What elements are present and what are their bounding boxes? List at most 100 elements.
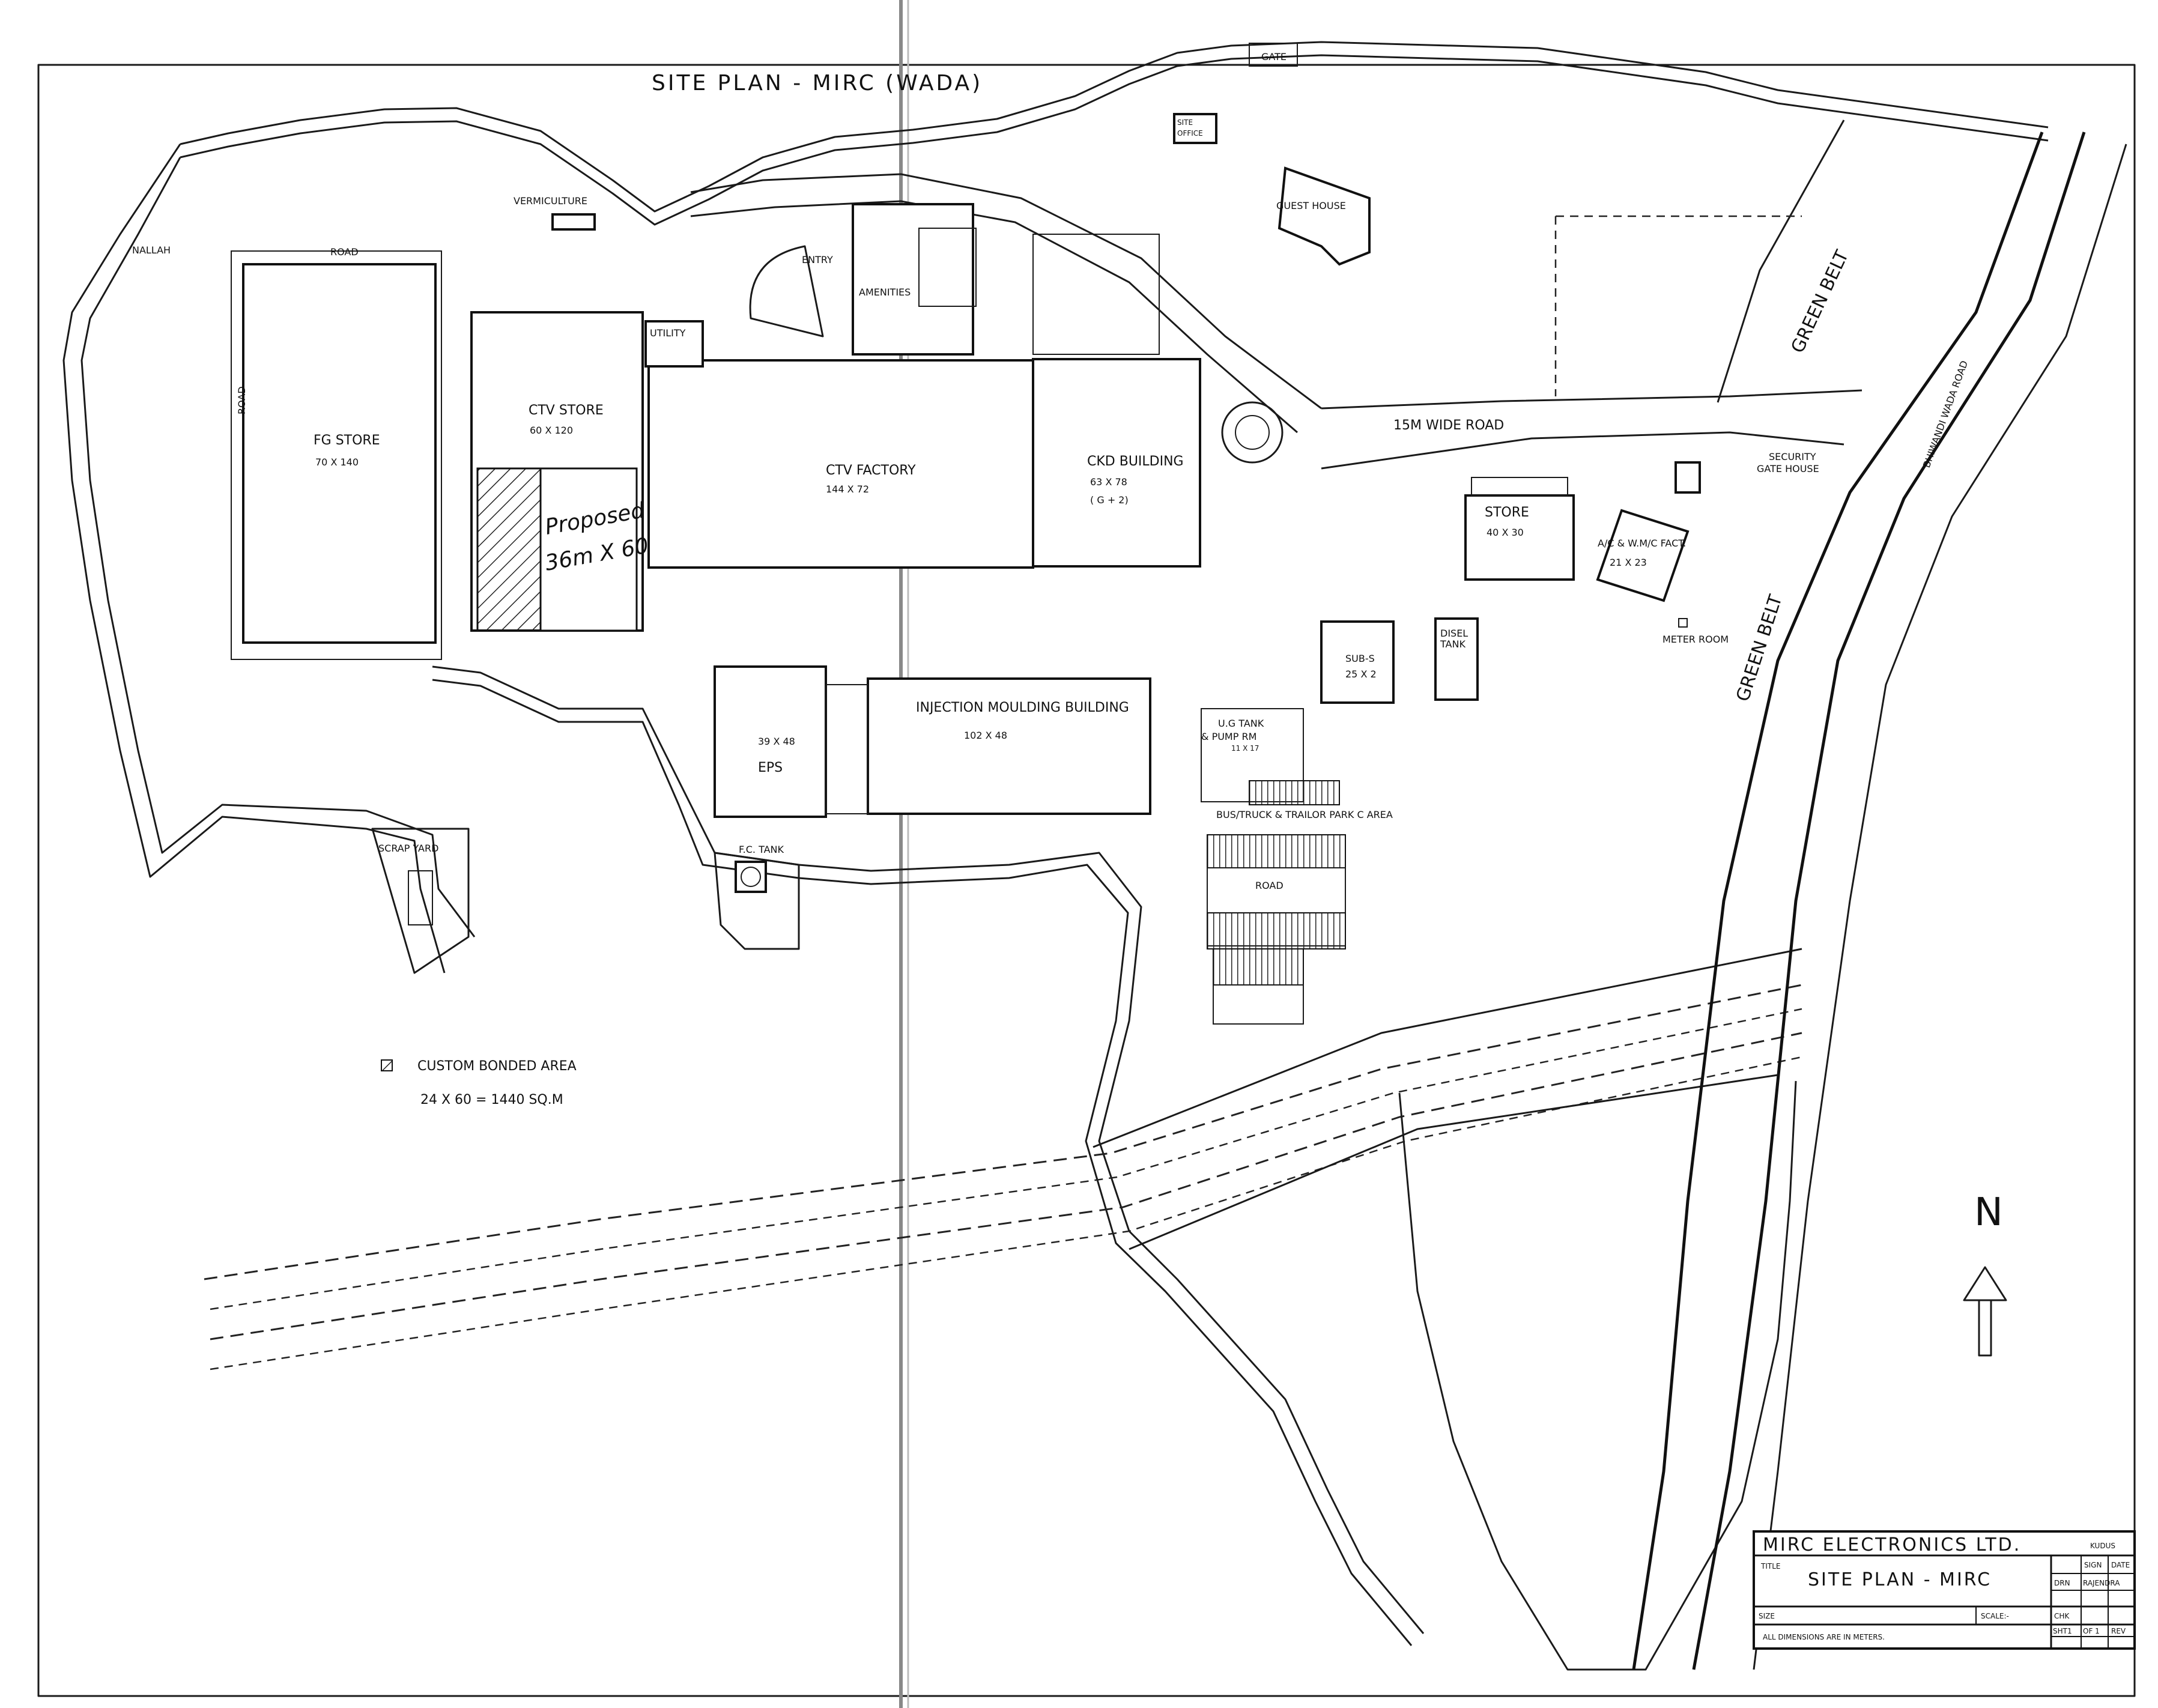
store-size: 40 X 30 (1487, 527, 1524, 538)
proposed-extension (539, 467, 638, 632)
eps-name: EPS (758, 760, 783, 775)
ckd-building-note: ( G + 2) (1090, 494, 1129, 506)
scrap-yard (371, 828, 470, 974)
main-gate (1249, 43, 1298, 67)
store-building (1464, 494, 1575, 581)
security-gate-house (1675, 461, 1701, 494)
title-block-rev: REV (2111, 1627, 2126, 1635)
ug-tank-size: 11 X 17 (1231, 744, 1259, 753)
nallah-label: NALLAH (132, 244, 171, 256)
store-annex (1471, 477, 1568, 496)
corridor-edge-bottom (1129, 1074, 1778, 1250)
green-belt-boundary (1717, 120, 1845, 403)
north-arrow-head (1963, 1266, 2007, 1301)
custom-bonded-area (476, 467, 542, 632)
site-office-building (1173, 113, 1217, 144)
scrap-yard-bin (408, 870, 433, 925)
legend-label: CUSTOM BONDED AREA (417, 1059, 577, 1074)
parking-label: BUS/TRUCK & TRAILOR PARK C AREA (1216, 809, 1393, 820)
central-boundary-wall (432, 665, 1425, 1634)
parking-strip-2 (1207, 912, 1346, 949)
title-block-size: SIZE (1759, 1612, 1775, 1620)
pipeline-line-1 (204, 984, 1802, 1280)
title-block-note: ALL DIMENSIONS ARE IN METERS. (1763, 1633, 1885, 1641)
fg-store-size: 70 X 140 (315, 456, 359, 468)
ckd-building-name: CKD BUILDING (1087, 454, 1184, 469)
title-block-scale: SCALE:- (1981, 1612, 2009, 1620)
fc-tank (735, 861, 767, 893)
legend-formula: 24 X 60 = 1440 SQ.M (420, 1092, 563, 1107)
road-top-label: ROAD (330, 246, 359, 258)
title-block-chk: CHK (2054, 1612, 2070, 1620)
parking-strip-4 (1213, 984, 1304, 1025)
internal-road-loop (690, 173, 1322, 410)
fg-store-road-outline (231, 250, 442, 660)
disel-tank (1434, 617, 1479, 701)
substation-name: SUB-S (1345, 653, 1375, 664)
ac-factory-size: 21 X 23 (1610, 557, 1647, 568)
fg-store-building (242, 263, 437, 644)
pipeline-line-3 (210, 1032, 1802, 1340)
fg-store-name: FG STORE (314, 433, 380, 448)
amenities-annex (918, 228, 977, 307)
service-block (1032, 234, 1160, 355)
ug-tank-hatched (1249, 780, 1340, 805)
injection-moulding-building (867, 677, 1151, 815)
gate-label: GATE (1261, 51, 1287, 62)
north-arrow-shaft (1978, 1299, 1992, 1357)
sheet-border (37, 64, 2136, 1697)
ckd-building-size: 63 X 78 (1090, 476, 1127, 488)
utility-building (644, 320, 704, 368)
page-title: SITE PLAN - MIRC (WADA) (652, 71, 983, 95)
bhiwandi-road-edge-2 (1692, 132, 2086, 1670)
entry-canopy (749, 245, 824, 338)
title-block-drawn-by: RAJENDRA (2083, 1579, 2120, 1587)
internal-road-loop-2 (690, 200, 1298, 434)
vermiculture-pit (551, 213, 596, 231)
legend-hatch-swatch (381, 1059, 393, 1071)
injection-size: 102 X 48 (964, 730, 1007, 741)
ctv-factory-size: 144 X 72 (826, 483, 869, 495)
store-name: STORE (1485, 505, 1529, 520)
guest-house-building (1278, 166, 1371, 266)
ctv-factory-name: CTV FACTORY (826, 463, 916, 478)
ckd-roundabout (1221, 401, 1284, 464)
title-block-drn: DRN (2054, 1579, 2070, 1587)
title-block-sht: SHT1 (2053, 1627, 2072, 1635)
disel-tank-label-2: TANK (1440, 638, 1465, 650)
central-boundary-wall-inner (432, 679, 1413, 1646)
green-belt-top-label: GREEN BELT (1787, 247, 1853, 357)
vermiculture-label: VERMICULTURE (514, 195, 587, 207)
nallah-boundary-inner (80, 157, 476, 937)
pipeline-line-4 (210, 1056, 1802, 1370)
lower-right-boundary (1398, 1080, 1797, 1671)
corridor-edge-top (1093, 948, 1802, 1148)
ac-factory-building (1596, 509, 1690, 602)
title-block-kudus: KUDUS (2090, 1542, 2115, 1550)
security-label-1: SECURITY (1769, 451, 1816, 462)
ckd-roundabout-inner (1235, 415, 1270, 450)
meter-room (1678, 618, 1688, 628)
ac-factory-name: A/C & W.M/C FACT. (1598, 538, 1686, 549)
site-office-label-1: SITE (1177, 118, 1193, 127)
title-block-date: DATE (2111, 1561, 2130, 1569)
title-block-company: MIRC ELECTRONICS LTD. (1763, 1534, 2021, 1555)
title-block-of: OF 1 (2083, 1627, 2100, 1635)
site-office-label-2: OFFICE (1177, 129, 1203, 138)
fc-tank-area (714, 852, 800, 950)
ctv-store-name: CTV STORE (529, 403, 604, 418)
security-label-2: GATE HOUSE (1757, 463, 1819, 474)
pipeline-line-2 (210, 1008, 1802, 1310)
road-lower-label: ROAD (1255, 880, 1284, 891)
fc-tank-circle (741, 867, 761, 887)
wide-road-edge-top (1321, 389, 1862, 410)
substation-building (1320, 620, 1395, 704)
amenities-building (852, 203, 974, 356)
parking-strip-3 (1213, 948, 1304, 986)
north-label: N (1974, 1190, 2003, 1235)
ug-tank-label-1: U.G TANK (1218, 718, 1264, 729)
amenities-label: AMENITIES (859, 286, 911, 298)
green-belt-right-label: GREEN BELT (1732, 592, 1786, 704)
injection-connector (825, 684, 868, 814)
substation-size: 25 X 2 (1345, 668, 1377, 680)
